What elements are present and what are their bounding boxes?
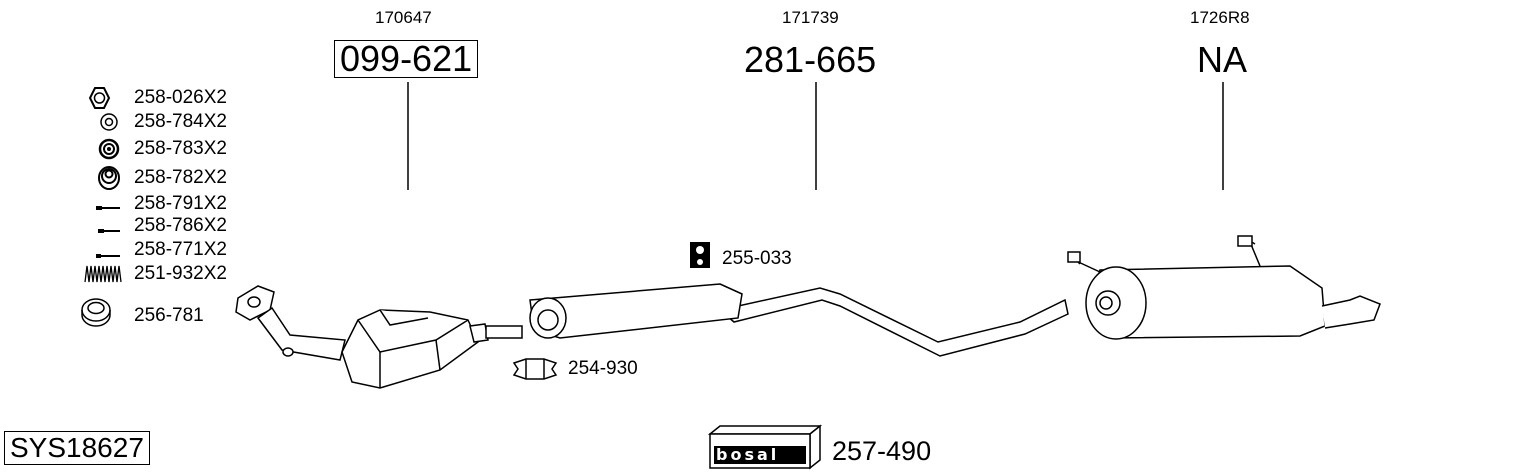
kit-label: 257-490 [832, 436, 932, 466]
rubber-mount-icon [690, 242, 710, 268]
middle-silencer-drawing [529, 283, 1069, 357]
gasket-ring-icon [81, 298, 111, 327]
part-number-middle-silencer: 281-665 [744, 39, 877, 80]
spring-washer-icon [98, 138, 120, 160]
bolt-icon [98, 229, 120, 233]
column-ref-2: 171739 [782, 8, 839, 27]
washer-icon [100, 113, 118, 131]
catalytic-converter-drawing [235, 285, 523, 389]
part-number-rear-silencer: NA [1197, 39, 1248, 80]
column-ref-3: 1726R8 [1190, 8, 1250, 27]
conical-spring-icon [98, 166, 120, 190]
system-code: SYS18627 [4, 431, 150, 465]
fitting-parts-list: 258-026X2 258-784X2 258-783X2 258-782X2 … [81, 0, 262, 474]
column-ref-1: 170647 [375, 8, 432, 27]
clamp-icon [512, 358, 558, 380]
hex-nut-icon [88, 87, 111, 109]
bolt-icon [96, 206, 120, 210]
bosal-kit-box [707, 424, 823, 470]
spring-icon [84, 265, 122, 283]
part-number-catalyst: 099-621 [334, 40, 479, 78]
clamp-label: 254-930 [568, 358, 638, 379]
brand-logo: bosal [716, 445, 780, 464]
stud-icon [96, 254, 120, 258]
rubber-mount-label: 255-033 [722, 248, 792, 269]
rear-silencer-drawing [1067, 235, 1381, 340]
